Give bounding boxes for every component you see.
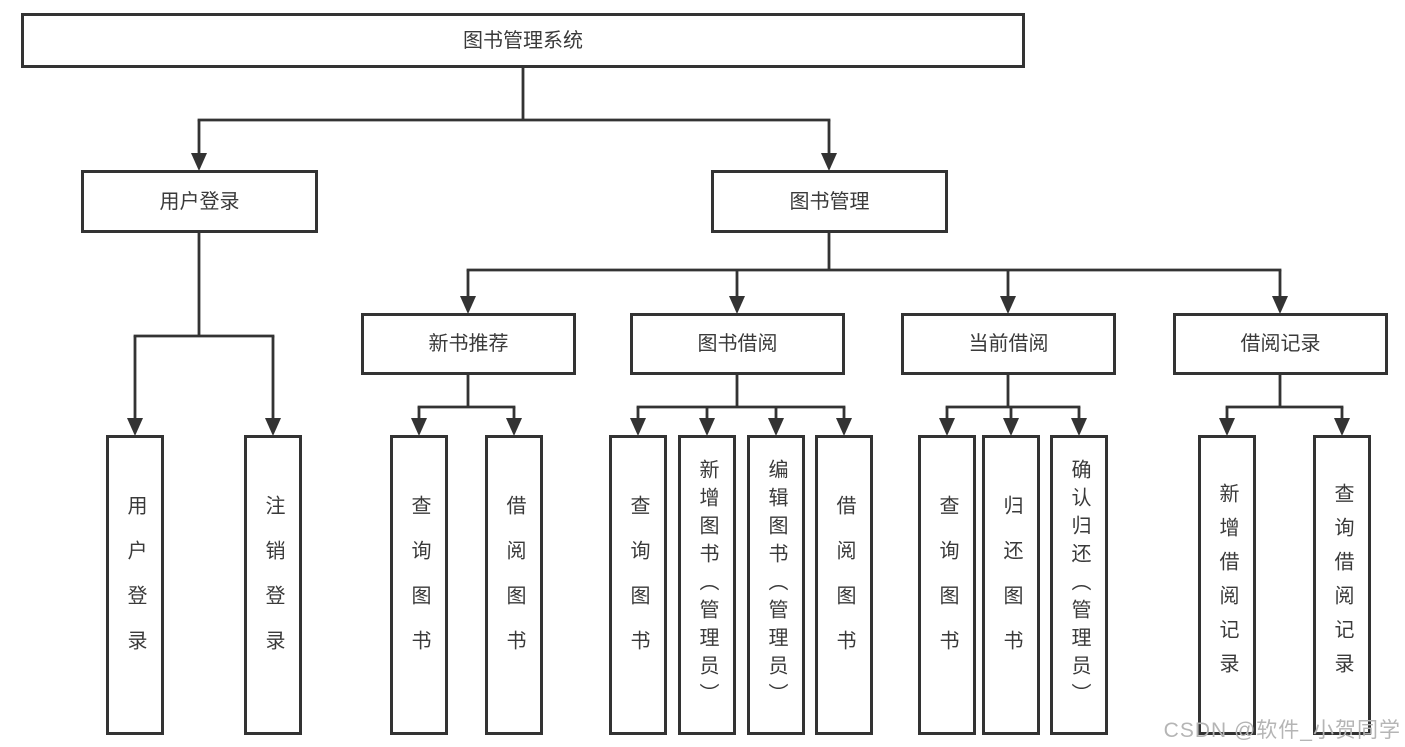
node-label: 图书管理	[789, 190, 870, 213]
node-label: 查询图书	[408, 495, 430, 675]
node-label: 查询借阅记录	[1331, 483, 1353, 687]
csdn-watermark: CSDN @软件_小贺同学	[1163, 719, 1401, 742]
node-return-books: 归还图书	[982, 435, 1040, 735]
node-logout: 注销登录	[244, 435, 302, 735]
node-label: 注销登录	[262, 495, 284, 675]
node-label: 新增图书（管理员）	[696, 459, 718, 711]
node-label: 借阅记录	[1240, 333, 1321, 355]
node-add-books-admin: 新增图书（管理员）	[678, 435, 736, 735]
node-label: 归还图书	[1000, 495, 1022, 675]
node-book-management: 图书管理	[711, 170, 948, 233]
node-book-borrowing: 图书借阅	[630, 313, 845, 375]
node-label: 用户登录	[124, 495, 146, 675]
node-library-management-system: 图书管理系统	[21, 13, 1025, 68]
node-label: 新书推荐	[428, 333, 509, 355]
node-label: 查询图书	[627, 495, 649, 675]
node-label: 借阅图书	[503, 495, 525, 675]
node-label: 当前借阅	[968, 333, 1049, 355]
node-user-login-leaf: 用户登录	[106, 435, 164, 735]
node-edit-books-admin: 编辑图书（管理员）	[747, 435, 805, 735]
node-query-books-1: 查询图书	[390, 435, 448, 735]
node-new-book-recommendation: 新书推荐	[361, 313, 576, 375]
node-query-books-2: 查询图书	[609, 435, 667, 735]
node-add-borrow-record: 新增借阅记录	[1198, 435, 1256, 735]
node-user-login: 用户登录	[81, 170, 318, 233]
node-label: 借阅图书	[833, 495, 855, 675]
node-label: 确认归还（管理员）	[1068, 459, 1090, 711]
node-borrow-books-2: 借阅图书	[815, 435, 873, 735]
node-query-borrow-record: 查询借阅记录	[1313, 435, 1371, 735]
node-label: 用户登录	[159, 190, 240, 213]
node-label: 编辑图书（管理员）	[765, 459, 787, 711]
node-label: 查询图书	[936, 495, 958, 675]
node-label: 新增借阅记录	[1216, 483, 1238, 687]
node-borrow-books-1: 借阅图书	[485, 435, 543, 735]
node-confirm-return-admin: 确认归还（管理员）	[1050, 435, 1108, 735]
node-label: 图书管理系统	[463, 29, 583, 52]
node-label: 图书借阅	[697, 333, 778, 355]
node-query-books-3: 查询图书	[918, 435, 976, 735]
node-borrowing-records: 借阅记录	[1173, 313, 1388, 375]
node-current-borrowing: 当前借阅	[901, 313, 1116, 375]
